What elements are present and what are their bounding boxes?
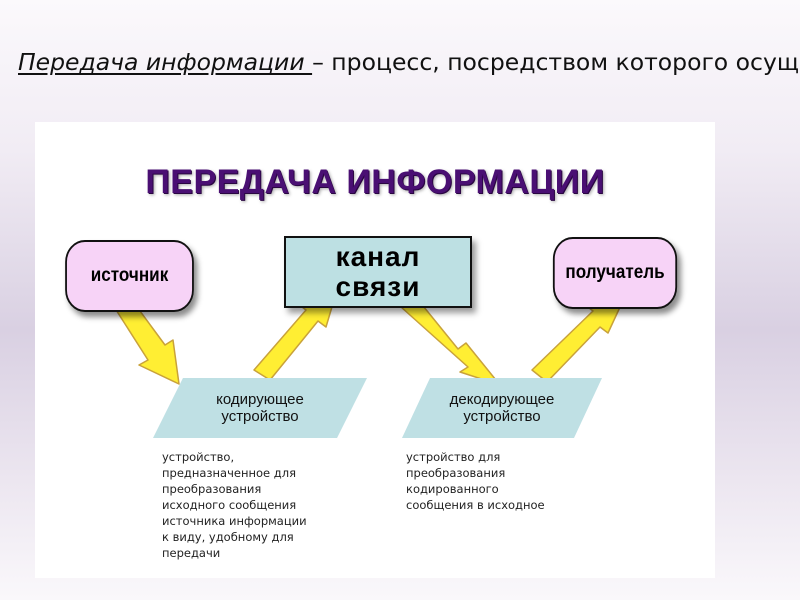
arrow-encoder-to-channel (253, 289, 338, 381)
arrow-channel-to-decoder (400, 295, 501, 386)
diagram-panel: ПЕРЕДАЧА ИНФОРМАЦИИ источник канал связи… (35, 122, 715, 578)
encoder-description: устройство, предназначенное для преобраз… (162, 450, 307, 560)
definition-term: Передача информации (18, 48, 313, 76)
encoder-label-line1: кодирующее (216, 391, 304, 408)
definition-body: – процесс, посредством которого осуществ… (312, 48, 800, 76)
encoder-label-line2: устройство (221, 408, 299, 425)
decoder-node: декодирующее устройство (402, 378, 602, 438)
source-label: источник (90, 265, 169, 286)
decoder-description: устройство для преобразования кодированн… (406, 450, 545, 512)
decoder-label-line2: устройство (463, 408, 541, 425)
arrows-layer (110, 289, 628, 386)
channel-node: канал связи (284, 236, 472, 308)
decoder-label-line1: декодирующее (449, 391, 555, 408)
source-node: источник (65, 240, 194, 312)
receiver-label: получатель (565, 262, 665, 283)
channel-label-line1: канал (335, 241, 421, 272)
channel-label-line2: связи (335, 271, 421, 302)
diagram-title: ПЕРЕДАЧА ИНФОРМАЦИИ (145, 163, 605, 201)
encoder-node: кодирующее устройство (153, 378, 367, 438)
definition-text: Передача информации – процесс, посредств… (18, 44, 800, 126)
arrow-decoder-to-receiver (531, 291, 628, 383)
receiver-node: получатель (552, 237, 678, 309)
